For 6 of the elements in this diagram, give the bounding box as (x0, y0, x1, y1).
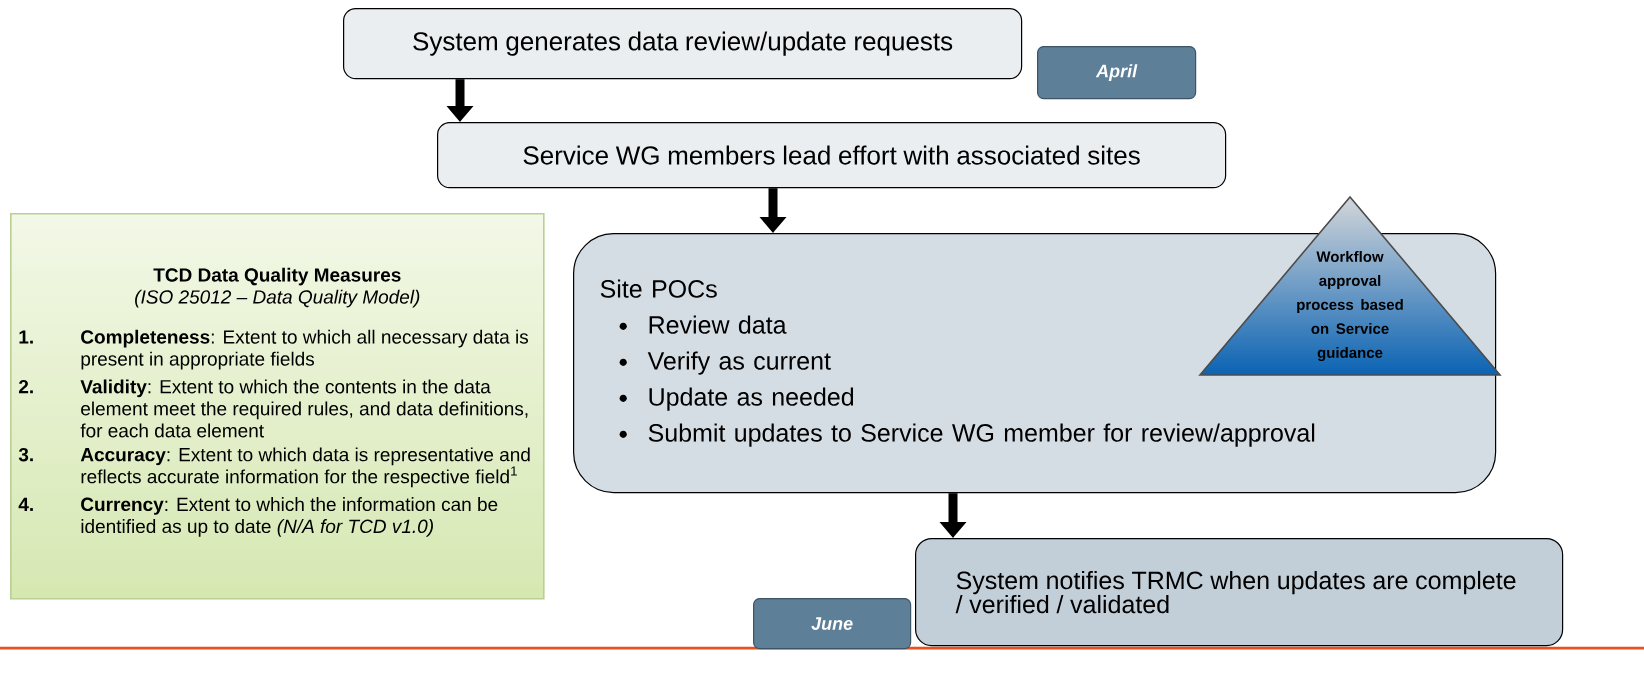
process-box: Service WG members lead effort with associated sites (437, 122, 1227, 189)
month-tag: April (1037, 46, 1197, 100)
info-panel: TCD Data Quality Measures (ISO 25012 – Data Quality Model) 1. Completeness: Extent to which all necessary data is present in appropriate fields 2. Validity: Extent to which the contents in the data element meet the required rules, and data definitions, for each data element 3. Accuracy: Extent to which data is representative and reflects accurate information for the respective field$^{1}$ 4. Currency: Extent to which the information can be identified as up to date (N/A for TCD v1.0) (10, 213, 545, 600)
process-box: System generates data review/update requests (343, 8, 1023, 80)
process-box: System notifies TRMC when updates are complete / verified / validated (915, 538, 1564, 647)
month-tag: June (753, 598, 912, 650)
